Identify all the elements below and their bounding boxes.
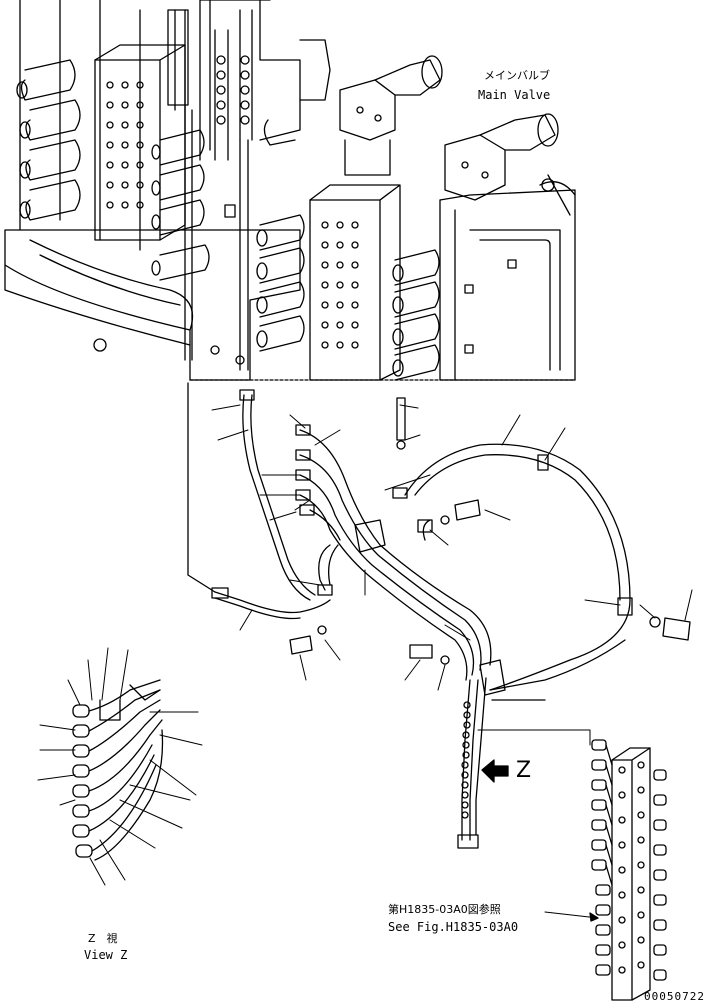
- hose-bundle-down: [461, 679, 471, 841]
- hose-lower-left: [214, 591, 331, 614]
- view-z-label-jp: Z 視: [88, 932, 118, 945]
- pilot-valve-head-2: [444, 113, 559, 201]
- bolt-grid-left: [106, 81, 144, 209]
- hose-clamp-1: [354, 519, 386, 553]
- solenoid-cylinders-left: [16, 59, 81, 221]
- manifold-ports: [618, 761, 645, 974]
- main-valve-assembly: [4, 0, 576, 381]
- pilot-valve-head-1: [339, 55, 443, 176]
- valve-block-middle: [309, 199, 381, 381]
- solenoid-cylinders-right: [392, 249, 440, 381]
- see-fig-label-jp: 第H1835-03A0図参照: [388, 903, 501, 916]
- solenoid-cylinders-middle: [256, 214, 305, 352]
- leader-lines: [211, 404, 693, 746]
- main-valve-label-jp: メインバルブ: [484, 69, 550, 82]
- main-valve-label-en: Main Valve: [478, 88, 551, 102]
- fitting-stack-centre: [216, 55, 250, 125]
- drawing-number: 00050722: [644, 990, 705, 1003]
- hose-bundle-main: [295, 424, 492, 681]
- manifold-block: [591, 739, 667, 1001]
- hose-right-loop: [404, 443, 631, 691]
- view-z-arrow: [481, 759, 509, 783]
- hose-fittings-vertical: [461, 701, 471, 819]
- view-z-label-en: View Z: [84, 948, 128, 962]
- solenoid-cylinders-centre: [151, 129, 210, 281]
- see-fig-arrow: [544, 911, 599, 919]
- hose-left-long: [242, 394, 311, 601]
- view-z-arrow-letter: Z: [516, 758, 532, 783]
- see-fig-label-en: See Fig.H1835-03A0: [388, 920, 519, 934]
- hose-harness: [187, 382, 691, 849]
- view-z-detail: [37, 647, 203, 886]
- manifold-fittings-left: [591, 739, 611, 976]
- bolt-grid-middle: [321, 221, 359, 349]
- view-z-fittings: [72, 704, 93, 858]
- manifold-fittings-right: [653, 769, 667, 981]
- valve-frame-right: [439, 189, 576, 381]
